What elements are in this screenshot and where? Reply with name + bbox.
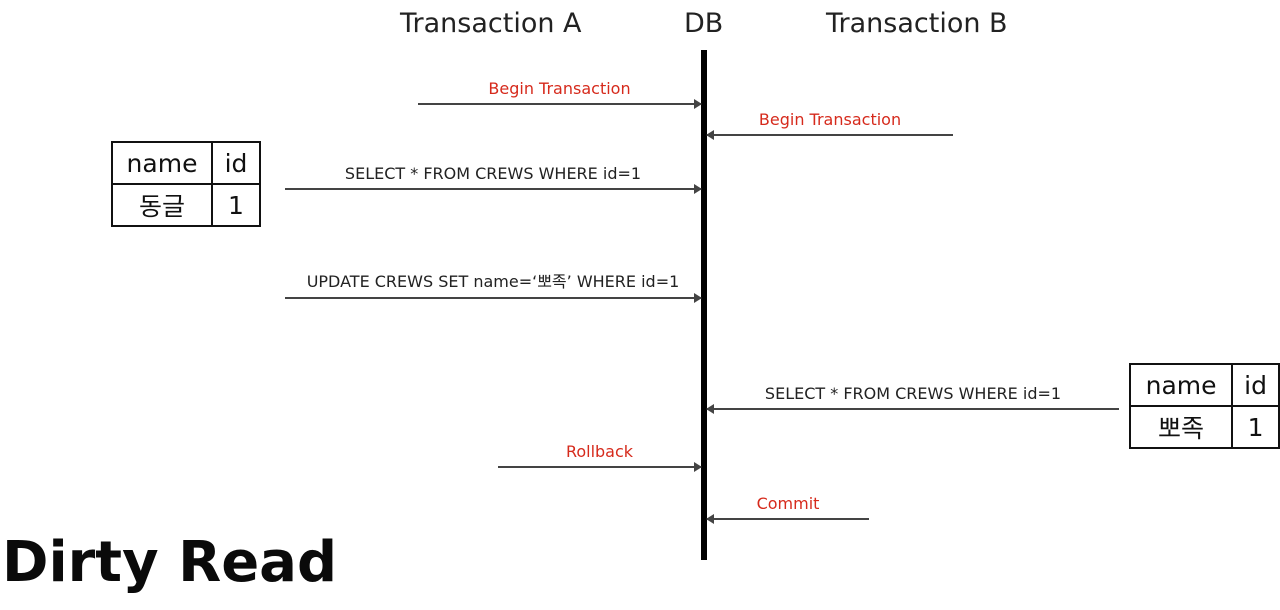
a-rollback-arrow: Rollback [498, 442, 702, 472]
arrow-head-icon [694, 293, 702, 303]
db-lifeline [701, 50, 707, 560]
table-header-row: name id [1128, 363, 1280, 407]
b-select-label: SELECT * FROM CREWS WHERE id=1 [764, 384, 1062, 403]
transaction-a-header: Transaction A [400, 8, 582, 39]
arrow-head-icon [706, 404, 714, 414]
a-update-arrow: UPDATE CREWS SET name=‘뽀족’ WHERE id=1 [285, 272, 702, 303]
arrow-head-icon [706, 130, 714, 140]
transaction-b-header: Transaction B [826, 8, 1008, 39]
a-select-label: SELECT * FROM CREWS WHERE id=1 [344, 164, 642, 183]
b-begin-arrow: Begin Transaction [706, 110, 953, 140]
table-row: 동글 1 [111, 183, 261, 227]
a-update-label: UPDATE CREWS SET name=‘뽀족’ WHERE id=1 [306, 272, 680, 291]
db-header: DB [684, 8, 724, 39]
a-begin-label: Begin Transaction [488, 79, 631, 98]
arrow-head-icon [694, 462, 702, 472]
table-header-row: name id [111, 141, 261, 185]
arrow-head-icon [706, 514, 714, 524]
arrow-head-icon [694, 99, 702, 109]
column-header-name: name [1128, 363, 1234, 407]
column-header-name: name [111, 141, 213, 185]
cell-id: 1 [211, 183, 261, 227]
a-begin-arrow: Begin Transaction [418, 79, 702, 109]
a-rollback-label: Rollback [565, 442, 634, 461]
column-header-id: id [1231, 363, 1280, 407]
diagram-title: Dirty Read [2, 530, 338, 595]
arrow-head-icon [694, 184, 702, 194]
cell-name: 뽀족 [1128, 405, 1234, 449]
cell-name: 동글 [111, 183, 213, 227]
b-select-arrow: SELECT * FROM CREWS WHERE id=1 [706, 384, 1119, 414]
table-row: 뽀족 1 [1128, 405, 1280, 449]
a-select-arrow: SELECT * FROM CREWS WHERE id=1 [285, 164, 702, 194]
b-commit-arrow: Commit [706, 494, 869, 524]
cell-id: 1 [1231, 405, 1280, 449]
column-header-id: id [211, 141, 261, 185]
result-table-b: name id 뽀족 1 [1128, 363, 1280, 449]
b-commit-label: Commit [756, 494, 820, 513]
result-table-a: name id 동글 1 [111, 141, 261, 227]
b-begin-label: Begin Transaction [758, 110, 902, 129]
